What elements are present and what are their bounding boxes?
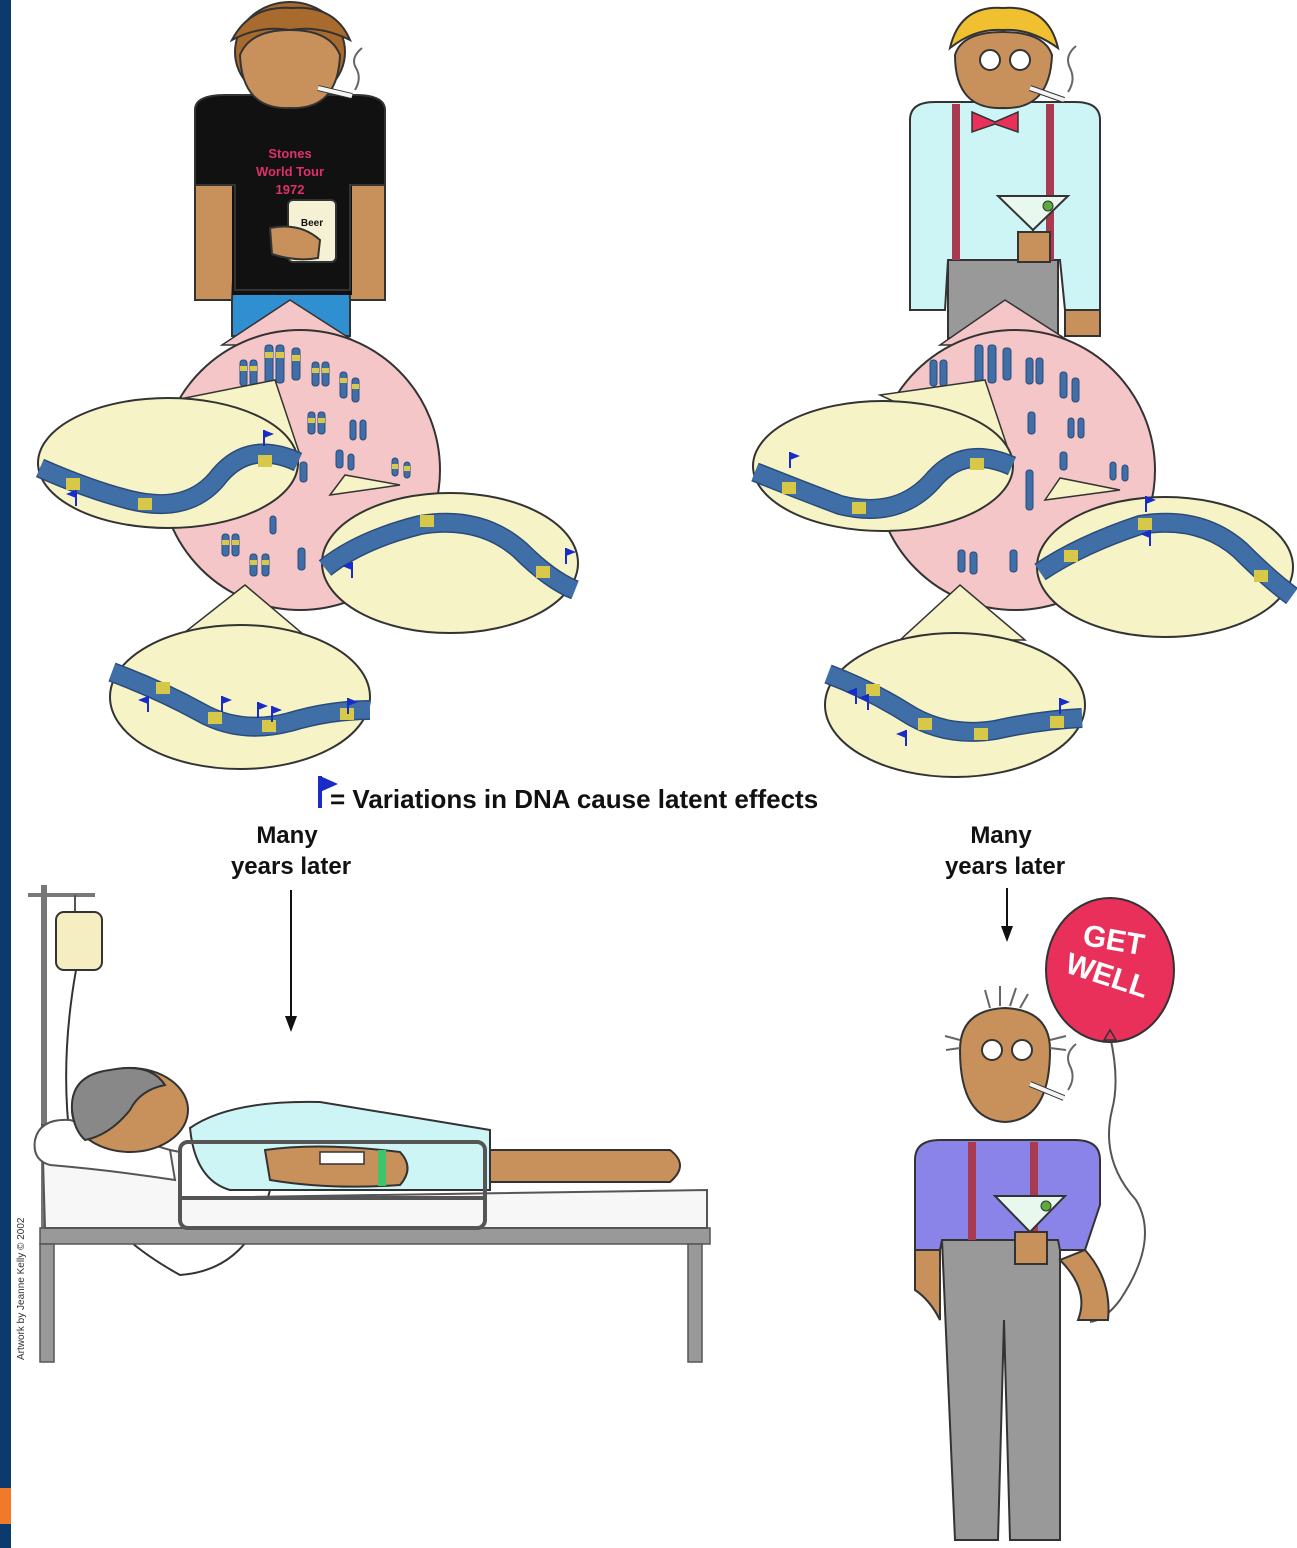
young-rock-fan: Stones World Tour 1972 Beer: [195, 2, 385, 336]
right-magnifier-bottom: [825, 585, 1085, 777]
left-magnifier-top: [38, 380, 300, 528]
frame-strip-orange: [0, 1488, 11, 1524]
young-martini-man: [910, 8, 1100, 338]
left-down-arrow: [285, 890, 297, 1032]
shirt-text-line-2: World Tour: [256, 164, 324, 179]
old-healthy-man: [915, 986, 1109, 1540]
left-caption-line-2: years later: [231, 853, 351, 880]
left-caption-line-1: Many: [256, 822, 318, 849]
right-caption-line-2: years later: [945, 853, 1065, 880]
frame-strip-blue: [0, 0, 11, 1548]
artwork-credit: Artwork by Jeanne Kelly © 2002: [16, 1217, 27, 1360]
shirt-text-line-3: 1972: [276, 182, 305, 197]
iv-bag: [56, 912, 102, 970]
legend: = Variations in DNA cause latent effects: [320, 776, 818, 814]
right-caption-line-1: Many: [970, 822, 1032, 849]
shirt-text-line-1: Stones: [268, 146, 311, 161]
legend-text: = Variations in DNA cause latent effects: [330, 784, 818, 814]
left-magnifier-bottom: [110, 585, 370, 769]
beer-can-label: Beer: [301, 218, 323, 229]
right-down-arrow: [1001, 888, 1013, 942]
